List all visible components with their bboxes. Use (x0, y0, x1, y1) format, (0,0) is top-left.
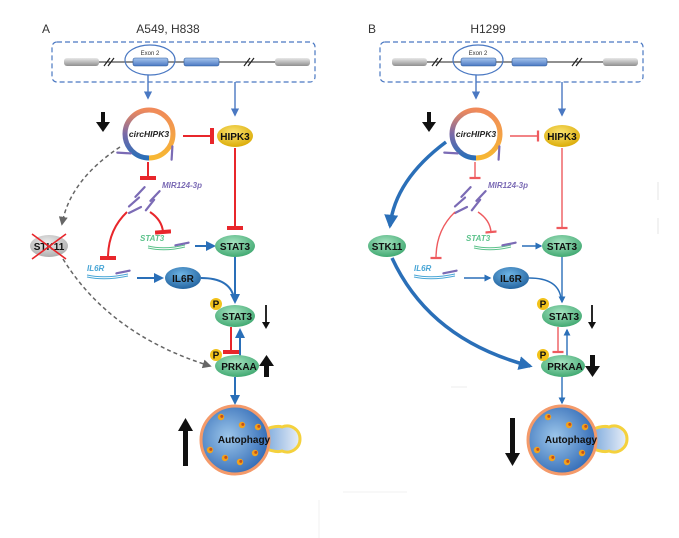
circhipk3-ring: circHIPK3 (122, 107, 176, 161)
mir124-label: MIR124-3p (488, 181, 528, 190)
prkaa-node: PRKAA P (537, 349, 585, 377)
panel-b: B H1299 Exon 2 circHIPK3 (368, 22, 644, 476)
autophagy-label: Autophagy (218, 435, 271, 446)
exon-2-highlight (124, 44, 176, 76)
stat3-mrna-strand (473, 244, 512, 249)
arrow-il6r-to-pstat3 (200, 277, 235, 299)
mir124-label: MIR124-3p (162, 181, 202, 190)
break-mark (571, 57, 583, 67)
phospho-badge: P (540, 351, 547, 362)
prkaa-label: PRKAA (547, 362, 583, 373)
circhipk3-ring: circHIPK3 (449, 107, 503, 161)
il6r-mrna-label: IL6R (87, 264, 105, 273)
il6r-label: IL6R (172, 274, 194, 285)
prkaa-node: PRKAA P (210, 349, 259, 377)
dashed-arrow-circ-to-stk11 (58, 146, 121, 226)
break-mark (431, 57, 443, 67)
pstat3-node: STAT3 P (210, 298, 255, 327)
inhibit-mir-to-stat3-mrna (477, 211, 497, 234)
exon-2-segment (132, 57, 169, 67)
inhibit-mir-to-il6r-mrna (430, 211, 456, 260)
stat3-node: STAT3 (542, 235, 582, 257)
stat3-mrna-strand (147, 244, 186, 249)
hipk3-node: HIPK3 (217, 125, 253, 147)
hipk3-label: HIPK3 (547, 132, 577, 143)
circhipk3-label: circHIPK3 (456, 129, 496, 139)
hipk3-node: HIPK3 (544, 125, 580, 147)
il6r-label: IL6R (500, 274, 522, 285)
il6r-node: IL6R (165, 267, 201, 289)
stk11-node-absent: STK11 (30, 233, 68, 260)
arrow-il6r-to-pstat3 (528, 277, 562, 299)
stk11-label: STK11 (372, 242, 403, 253)
pstat3-label: STAT3 (222, 312, 253, 323)
dashed-arrow-stk11-to-prkaa (62, 258, 212, 369)
exon-label: Exon 2 (141, 51, 160, 57)
mir124-cluster (126, 186, 163, 215)
il6r-node: IL6R (493, 267, 529, 289)
break-mark (103, 57, 115, 67)
autophagy-change-up-arrow (178, 418, 193, 466)
autophagy-vesicle: Autophagy (199, 404, 302, 476)
il6r-mrna-strand (413, 273, 456, 278)
panel-letter: A (42, 22, 50, 36)
hipk3-label: HIPK3 (220, 132, 250, 143)
exon-2-highlight (452, 44, 504, 76)
stat3-mrna-label: STAT3 (466, 234, 491, 243)
stat3-label: STAT3 (547, 242, 578, 253)
gene-structure: Exon 2 (379, 41, 644, 83)
stk11-node: STK11 (368, 235, 406, 257)
phospho-badge: P (213, 351, 220, 362)
prkaa-change-down-arrow (585, 355, 600, 377)
exon-segment (183, 57, 220, 67)
prkaa-label: PRKAA (221, 362, 257, 373)
mir-bound-dash (174, 238, 190, 250)
utr-5-segment (64, 58, 99, 66)
stat3-node: STAT3 (215, 235, 255, 257)
stat3-mrna-label: STAT3 (140, 234, 165, 243)
autophagy-change-down-arrow (505, 418, 520, 466)
pstat3-node: STAT3 P (537, 298, 582, 327)
circ-change-down-arrow (422, 112, 436, 132)
panel-letter: B (368, 22, 376, 36)
exon-label: Exon 2 (469, 51, 488, 57)
autophagy-vesicle: Autophagy (526, 404, 629, 476)
utr-3-segment (603, 58, 638, 66)
arrow-stk11-to-prkaa (390, 257, 533, 370)
utr-5-segment (392, 58, 427, 66)
arrow-circ-to-stk11 (384, 140, 448, 229)
circhipk3-label: circHIPK3 (129, 129, 169, 139)
pstat3-change-down-arrow (262, 305, 270, 329)
panel-a: A A549, H838 Exon 2 circHIP (30, 22, 316, 476)
exon-2-segment (460, 57, 497, 67)
il6r-mrna-label: IL6R (414, 264, 432, 273)
phospho-badge: P (540, 300, 547, 311)
exon-segment (511, 57, 548, 67)
pstat3-label: STAT3 (549, 312, 580, 323)
inhibit-mir-to-stat3-mrna (149, 211, 172, 235)
prkaa-change-up-arrow (259, 355, 274, 377)
mir124-cluster (452, 186, 489, 215)
autophagy-label: Autophagy (545, 435, 598, 446)
cell-line-title: H1299 (470, 22, 506, 36)
circ-change-down-arrow (96, 112, 110, 132)
gene-structure: Exon 2 (51, 41, 316, 83)
stat3-label: STAT3 (220, 242, 251, 253)
phospho-badge: P (213, 300, 220, 311)
pstat3-change-down-arrow (588, 305, 596, 329)
il6r-mrna-strand (86, 273, 129, 278)
inhibit-mir-to-il6r-mrna (99, 211, 128, 261)
cell-line-title: A549, H838 (136, 22, 200, 36)
utr-3-segment (275, 58, 310, 66)
break-mark (243, 57, 255, 67)
